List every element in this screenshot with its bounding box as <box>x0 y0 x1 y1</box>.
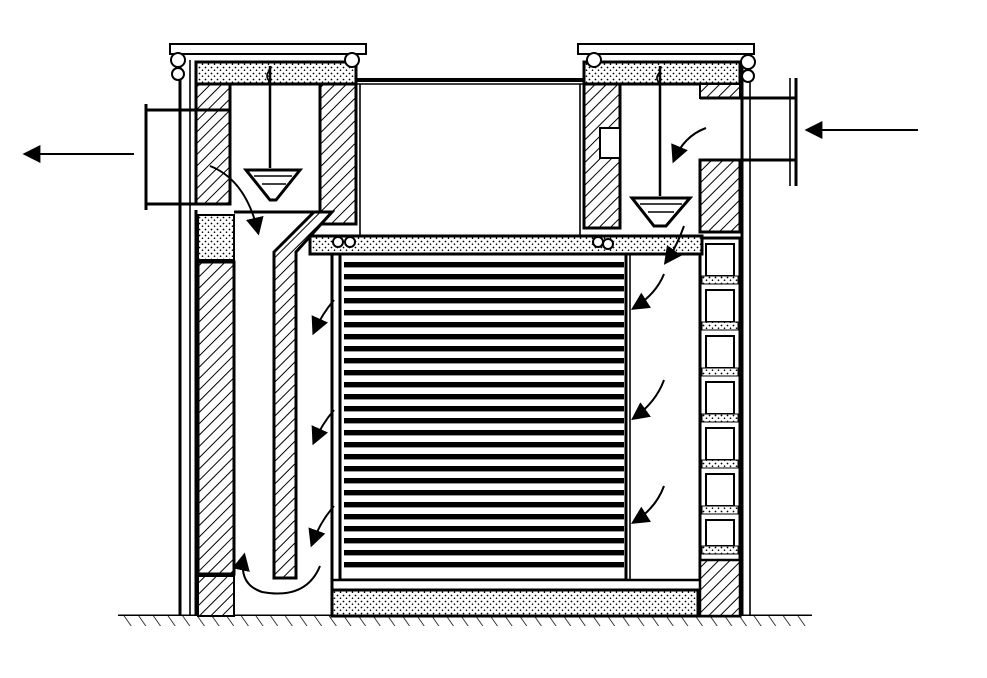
coil-winding-stripe <box>344 418 624 424</box>
refractory-brick <box>705 427 735 461</box>
coil-winding-stripe <box>344 394 624 400</box>
coil-winding-stripe <box>344 454 624 460</box>
coil-winding-stripe <box>344 490 624 496</box>
mortar-joint <box>701 505 739 515</box>
coil-winding-stripe <box>344 322 624 328</box>
coil-stack <box>338 252 628 582</box>
coil-winding-stripe <box>344 298 624 304</box>
right-brick-wall <box>698 236 742 618</box>
coil-winding-stripe <box>344 526 624 532</box>
top-left-housing <box>194 60 358 226</box>
mortar-joint <box>701 367 739 377</box>
coil-winding-stripe <box>344 478 624 484</box>
left-damper-valve <box>242 66 304 202</box>
retort-walls <box>330 254 631 616</box>
coil-winding-stripe <box>344 406 624 412</box>
coil-winding-stripe <box>344 262 624 268</box>
retort-lid <box>308 234 704 256</box>
coil-winding-stripe <box>344 310 624 316</box>
coil-winding-stripe <box>344 430 624 436</box>
coil-winding-stripe <box>344 334 624 340</box>
top-cover-plate <box>356 78 584 236</box>
refractory-brick <box>705 289 735 323</box>
mortar-joint <box>701 545 739 555</box>
refractory-brick <box>705 243 735 277</box>
mortar-joint <box>701 459 739 469</box>
mortar-joint <box>701 321 739 331</box>
refractory-brick <box>705 519 735 547</box>
coil-winding-stripe <box>344 538 624 544</box>
coil-winding-stripe <box>344 562 624 568</box>
central-baffle <box>234 210 336 580</box>
coil-winding-stripe <box>344 358 624 364</box>
coil-winding-stripe <box>344 442 624 448</box>
refractory-brick <box>705 473 735 507</box>
refractory-brick <box>705 335 735 369</box>
coil-winding-stripe <box>344 466 624 472</box>
coil-winding-stripe <box>344 502 624 508</box>
coil-winding-stripe <box>344 382 624 388</box>
left-insulation-wall <box>196 214 236 617</box>
coil-winding-stripe <box>344 370 624 376</box>
coil-winding-stripe <box>344 274 624 280</box>
outer-shell-right <box>740 60 751 616</box>
top-flange-bolts <box>169 43 756 83</box>
coil-winding-stripe <box>344 550 624 556</box>
internal-flow-arrows <box>209 127 707 595</box>
coil-winding-stripe <box>344 514 624 520</box>
outer-shell-left <box>178 60 198 616</box>
coil-winding-stripe <box>344 346 624 352</box>
inlet-duct-right <box>700 78 798 186</box>
right-damper-valve <box>628 66 694 228</box>
outlet-duct-left <box>144 104 230 210</box>
top-right-housing <box>582 60 742 234</box>
coil-winding-stripe <box>344 286 624 292</box>
mortar-joint <box>701 413 739 423</box>
refractory-brick <box>705 381 735 415</box>
mortar-joint <box>701 275 739 285</box>
